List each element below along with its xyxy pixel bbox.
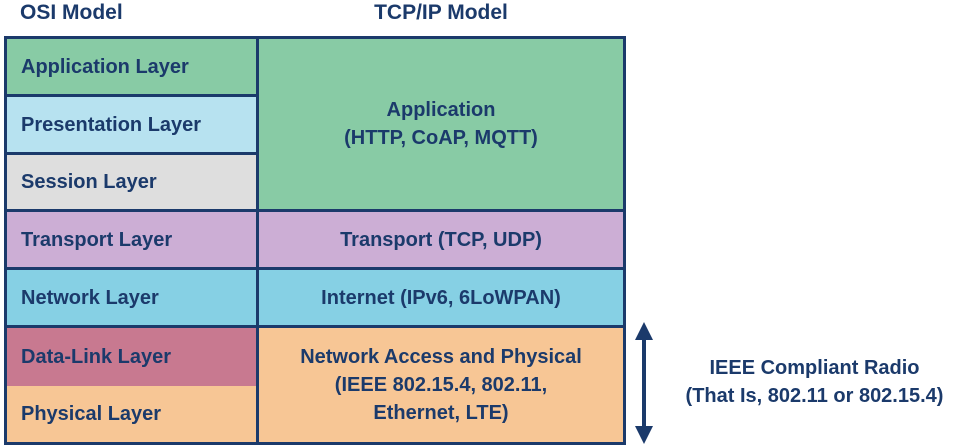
osi-session-layer: Session Layer — [7, 155, 259, 212]
tcpip-internet-layer: Internet (IPv6, 6LoWPAN) — [259, 270, 623, 328]
tcpip-model-header: TCP/IP Model — [374, 1, 508, 24]
tcpip-network-access-protocols-1: (IEEE 802.15.4, 802.11, — [334, 374, 548, 396]
osi-network-layer: Network Layer — [7, 270, 259, 328]
osi-data-link-layer: Data-Link Layer — [7, 328, 259, 386]
tcpip-application-protocols: (HTTP, CoAP, MQTT) — [344, 127, 538, 149]
osi-physical-layer: Physical Layer — [7, 386, 259, 442]
tcpip-network-access-layer: Network Access and Physical (IEEE 802.15… — [259, 328, 623, 442]
osi-transport-layer: Transport Layer — [7, 212, 259, 270]
tcpip-network-access-title: Network Access and Physical — [300, 346, 582, 368]
tcpip-network-access-protocols-2: Ethernet, LTE) — [373, 402, 509, 424]
tcpip-transport-label: Transport (TCP, UDP) — [340, 228, 542, 251]
ieee-radio-title: IEEE Compliant Radio — [709, 357, 920, 379]
osi-presentation-layer: Presentation Layer — [7, 97, 259, 155]
tcpip-transport-layer: Transport (TCP, UDP) — [259, 212, 623, 270]
double-headed-arrow-icon — [635, 322, 653, 444]
ieee-radio-standards: (That Is, 802.11 or 802.15.4) — [685, 385, 944, 407]
tcpip-application-layer: Application (HTTP, CoAP, MQTT) — [259, 39, 623, 212]
tcpip-internet-label: Internet (IPv6, 6LoWPAN) — [321, 286, 561, 309]
ieee-radio-label: IEEE Compliant Radio (That Is, 802.11 or… — [652, 354, 977, 410]
osi-application-layer: Application Layer — [7, 39, 259, 97]
osi-model-header: OSI Model — [20, 1, 123, 24]
tcpip-application-title: Application — [386, 99, 496, 121]
layer-comparison-table: Application Layer Presentation Layer Ses… — [4, 36, 626, 445]
